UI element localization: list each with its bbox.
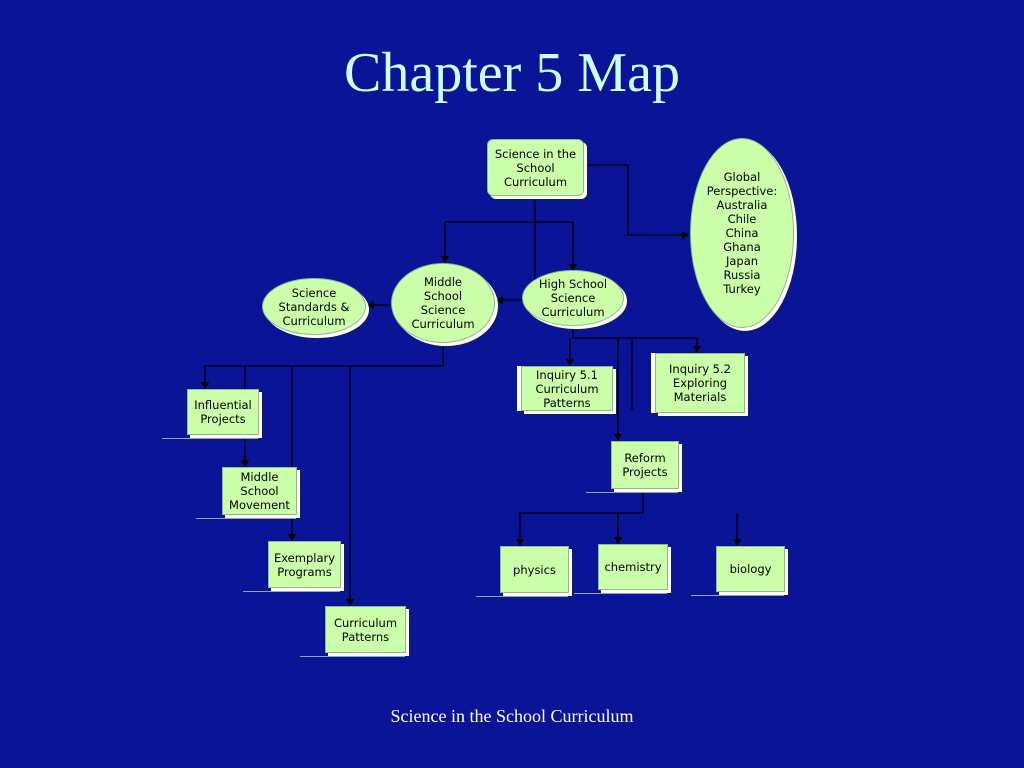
arrowhead: [367, 301, 374, 309]
arrowhead: [288, 534, 296, 541]
arrowhead: [733, 539, 741, 546]
box-shadow-line: [162, 438, 258, 439]
box-shadow-line: [243, 591, 340, 592]
arrowhead: [682, 231, 689, 239]
node-influential-projects: Influential Projects: [187, 389, 259, 435]
node-reform-projects: Reform Projects: [611, 441, 679, 489]
arrowhead: [346, 599, 354, 606]
node-middle-school-movement: Middle School Movement: [222, 467, 297, 515]
connector-root-down: [444, 197, 574, 290]
node-middle-school-science: Middle School Science Curriculum: [391, 263, 495, 343]
arrowhead: [441, 256, 449, 263]
node-exemplary-programs: Exemplary Programs: [268, 541, 341, 588]
box-shadow-line: [586, 492, 678, 493]
box-shadow-line: [196, 518, 296, 519]
connector-reform-subjects: [519, 492, 738, 545]
box-shadow-line: [691, 595, 784, 596]
node-curriculum-patterns: Curriculum Patterns: [325, 606, 406, 653]
footer-caption: Science in the School Curriculum: [390, 706, 634, 726]
node-global-perspective: Global Perspective: Australia Chile Chin…: [690, 138, 794, 328]
arrowhead: [241, 460, 249, 467]
page-title: Chapter 5 Map: [344, 42, 680, 104]
node-science-in-school: Science in the School Curriculum: [487, 139, 584, 196]
connector-high-branch: [569, 325, 698, 440]
node-biology: biology: [716, 546, 785, 592]
connector-root-global: [585, 164, 688, 236]
box-shadow-line: [476, 596, 568, 597]
node-science-standards: Science Standards & Curriculum: [262, 278, 366, 335]
node-physics: physics: [500, 546, 569, 593]
arrowhead: [516, 539, 524, 546]
arrowhead: [693, 346, 701, 353]
arrowhead: [201, 382, 209, 389]
arrowhead: [614, 434, 622, 441]
node-high-school-science: High School Science Curriculum: [522, 270, 624, 326]
arrowhead: [569, 264, 577, 271]
node-inquiry-5-2: Inquiry 5.2 Exploring Materials: [655, 353, 745, 413]
node-chemistry: chemistry: [598, 544, 668, 590]
box-shadow-line: [300, 656, 405, 657]
arrowhead: [496, 296, 503, 304]
arrowhead: [614, 537, 622, 544]
node-inquiry-5-1: Inquiry 5.1 Curriculum Patterns: [521, 366, 613, 411]
box-shadow-line: [574, 593, 667, 594]
arrowhead: [566, 359, 574, 366]
